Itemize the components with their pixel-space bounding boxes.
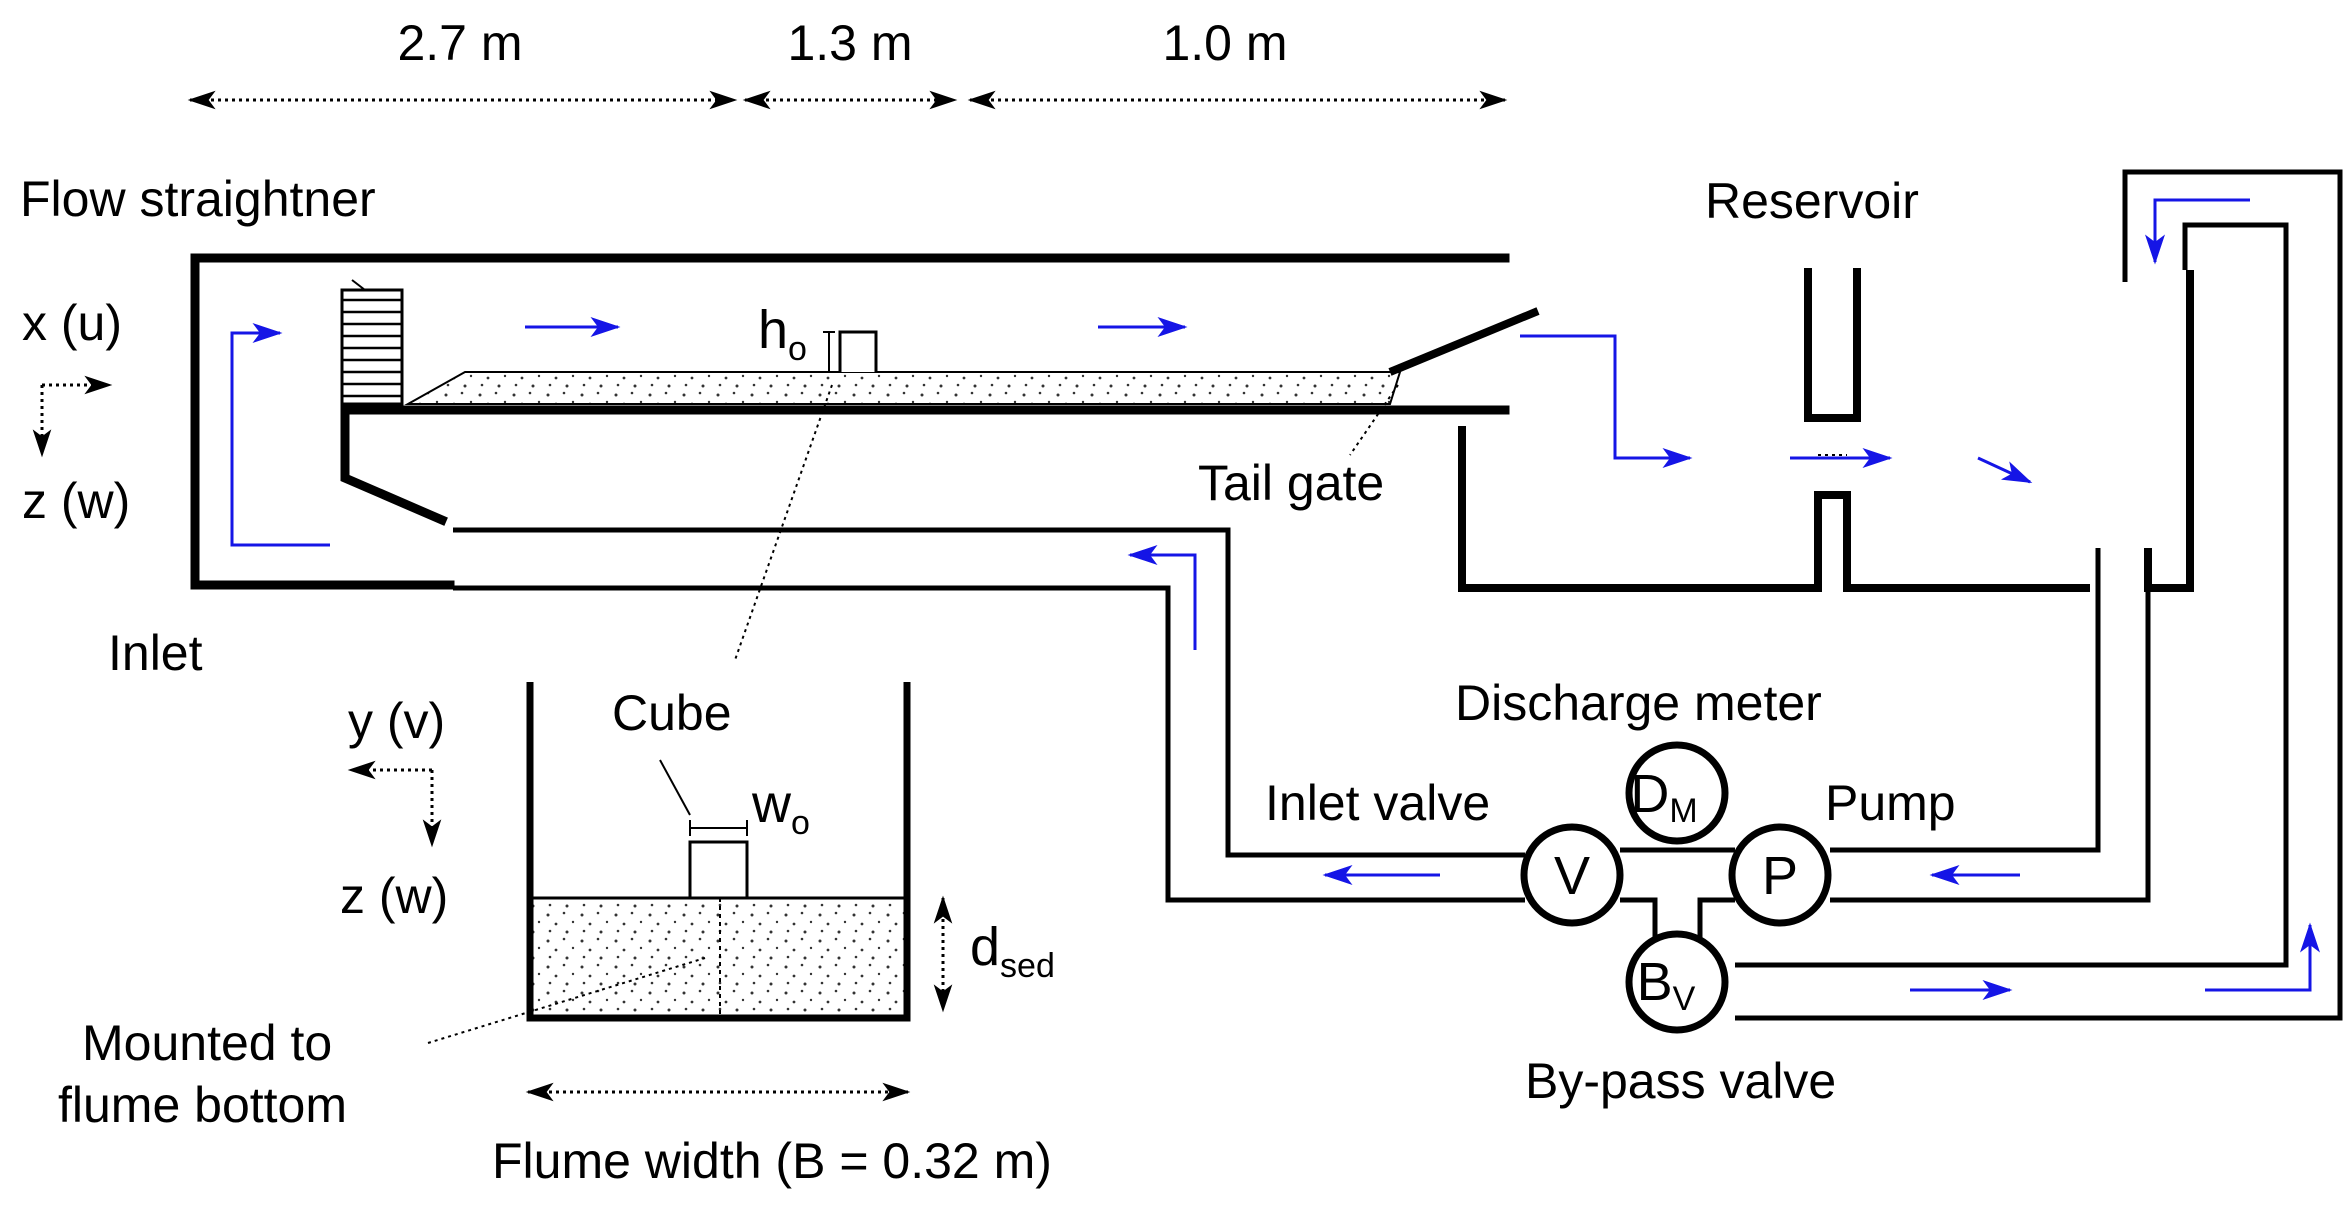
cross-section-walls xyxy=(526,682,911,1022)
cube-obstacle xyxy=(838,330,878,372)
bypass-connector xyxy=(1620,897,1658,940)
return-pipe-upper xyxy=(453,527,1525,858)
cross-section-cube xyxy=(688,840,749,900)
discharge-meter-label: Discharge meter xyxy=(1455,675,1822,731)
z-axis-label-section: z (w) xyxy=(340,868,448,924)
sediment-bed xyxy=(404,371,1402,405)
reservoir xyxy=(1458,268,2090,592)
flow-arrows xyxy=(230,198,2320,1000)
flow-arrow-return xyxy=(1127,545,1197,650)
mounted-label-line2: flume bottom xyxy=(58,1077,347,1133)
cube-leader xyxy=(659,759,691,816)
inlet-valve: V xyxy=(1520,823,1624,927)
reservoir-outlet-walls xyxy=(2144,270,2194,592)
h-o-label: ho xyxy=(758,300,807,368)
flume-outer-wall xyxy=(190,253,1510,590)
flow-arrow-reservoir-out xyxy=(1977,456,2033,484)
flow-arrow-top-loop xyxy=(2145,198,2250,265)
dimension-lines: 2.7 m 1.3 m 1.0 m xyxy=(187,15,1508,110)
inlet-label: Inlet xyxy=(108,625,203,681)
cube-label: Cube xyxy=(612,685,732,741)
h-o-marker xyxy=(823,331,835,373)
bypass-valve: BV xyxy=(1625,930,1729,1034)
discharge-meter: DM xyxy=(1625,741,1729,845)
bypass-valve-symbol: BV xyxy=(1637,952,1696,1018)
axes-x-z xyxy=(32,375,113,458)
bypass-pipe-inner xyxy=(1735,222,2289,968)
reservoir-label: Reservoir xyxy=(1705,173,1919,229)
pump-label: Pump xyxy=(1825,775,1956,831)
flow-straightener xyxy=(340,279,404,406)
pipework xyxy=(453,169,2343,1021)
pump: P xyxy=(1728,823,1832,927)
d-sed-label: dsed xyxy=(970,917,1055,985)
bypass-valve-label: By-pass valve xyxy=(1525,1053,1836,1109)
return-pipe-lower xyxy=(453,585,1525,903)
dimension-label-1-0m: 1.0 m xyxy=(1162,15,1287,71)
cross-section-sediment xyxy=(530,898,907,1016)
tail-gate xyxy=(1388,307,1540,376)
z-axis-label: z (w) xyxy=(22,473,130,529)
flow-straightener-label: Flow straightner xyxy=(20,171,376,227)
tail-gate-leader xyxy=(1349,384,1399,456)
w-o-marker xyxy=(689,820,748,836)
mounted-label-line1: Mounted to xyxy=(82,1015,332,1071)
flow-arrow-bypass-up xyxy=(2205,922,2320,992)
pump-symbol: P xyxy=(1762,846,1798,906)
cross-section xyxy=(347,682,953,1102)
flume-width-label: Flume width (B = 0.32 m) xyxy=(492,1133,1052,1189)
bypass-connector-right xyxy=(1697,897,1735,940)
flow-arrow-inlet-loop xyxy=(230,323,330,547)
discharge-meter-symbol: DM xyxy=(1630,764,1697,830)
inlet-chute xyxy=(340,407,448,526)
inlet-valve-label: Inlet valve xyxy=(1265,775,1490,831)
flume-channel xyxy=(190,253,1510,590)
bypass-pipe-outer xyxy=(1735,169,2343,1021)
w-o-label: wo xyxy=(751,774,810,842)
cross-section-leader xyxy=(734,384,833,661)
dimension-label-1-3m: 1.3 m xyxy=(787,15,912,71)
y-axis-label-section: y (v) xyxy=(348,693,445,749)
tail-gate-label: Tail gate xyxy=(1198,455,1384,511)
pump-pipe-upper xyxy=(1830,548,2101,853)
dimension-label-2-7m: 2.7 m xyxy=(397,15,522,71)
x-axis-label: x (u) xyxy=(22,295,122,351)
flow-arrow-over-gate xyxy=(1520,334,1693,468)
pump-pipe-lower xyxy=(1830,548,2151,903)
inlet-valve-symbol: V xyxy=(1554,846,1590,906)
